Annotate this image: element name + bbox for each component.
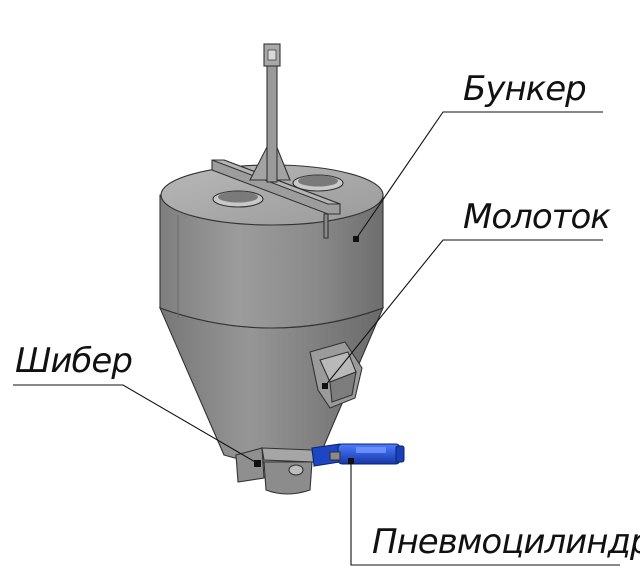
leader-hopper — [355, 111, 603, 240]
leader-lines — [13, 111, 620, 566]
pneumatic-cylinder — [311, 443, 405, 467]
leader-gate — [13, 384, 258, 464]
leader-hammer — [324, 239, 603, 387]
label-pneumatic-cylinder: Пневмоцилиндр — [372, 522, 640, 562]
leader-pneumatic-cylinder — [350, 461, 620, 566]
label-hopper: Бункер — [463, 69, 586, 109]
outlet-pipe — [263, 461, 313, 495]
label-hammer: Молоток — [463, 197, 611, 237]
hopper — [158, 43, 405, 495]
label-gate: Шибер — [15, 341, 132, 381]
mast — [266, 63, 278, 183]
gate-shutter — [235, 447, 315, 483]
